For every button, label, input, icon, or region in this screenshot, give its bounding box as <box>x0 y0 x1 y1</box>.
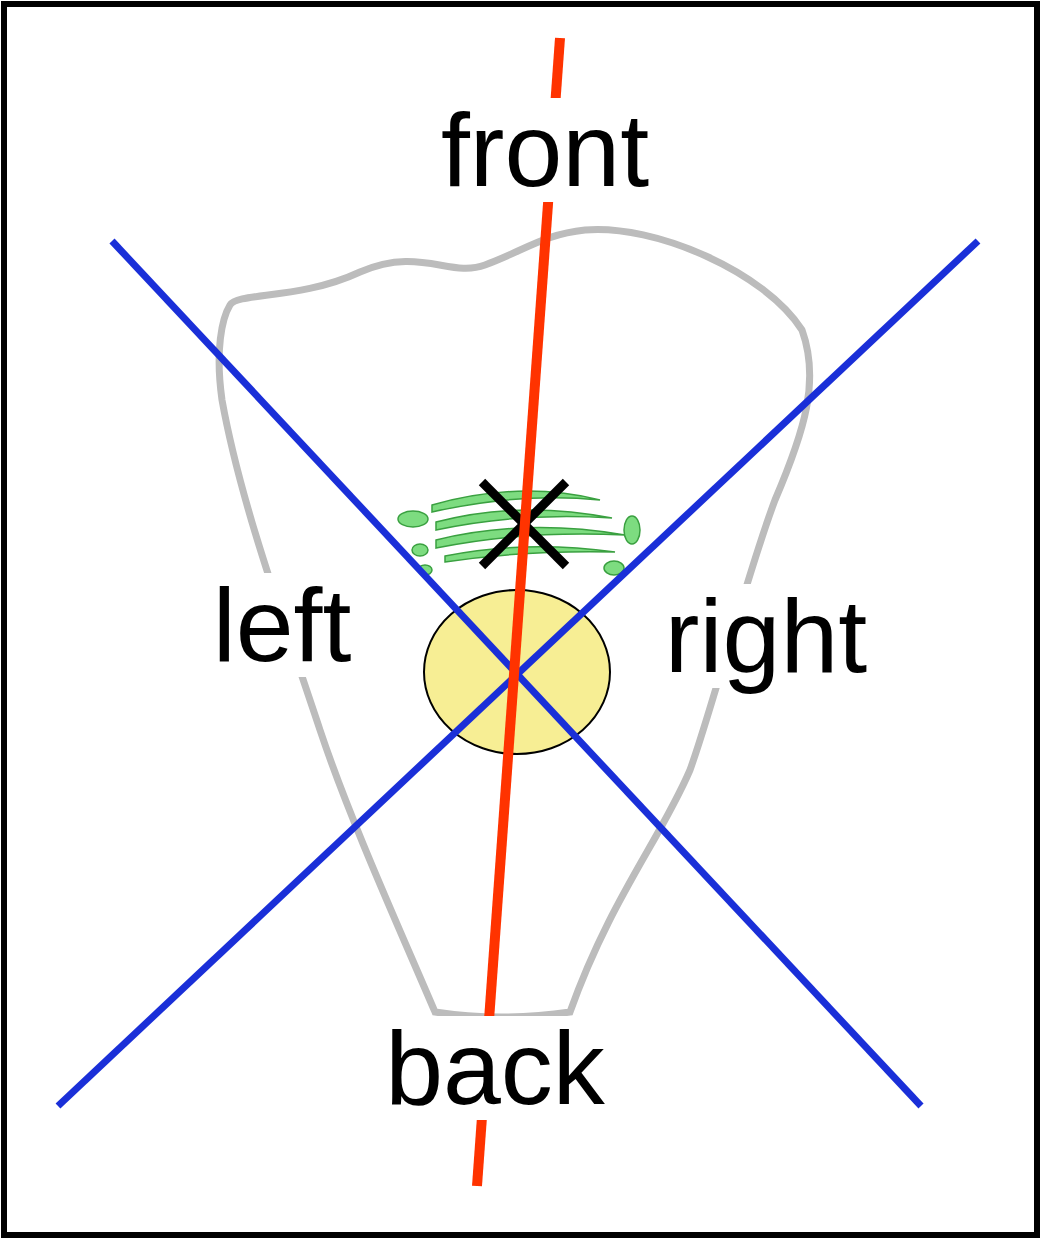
frame <box>4 4 1037 1235</box>
direction-label: right <box>661 584 871 688</box>
direction-label: back <box>381 1016 609 1120</box>
axis-line <box>477 38 560 1186</box>
direction-label: front <box>437 98 653 202</box>
direction-label: left <box>209 573 356 677</box>
